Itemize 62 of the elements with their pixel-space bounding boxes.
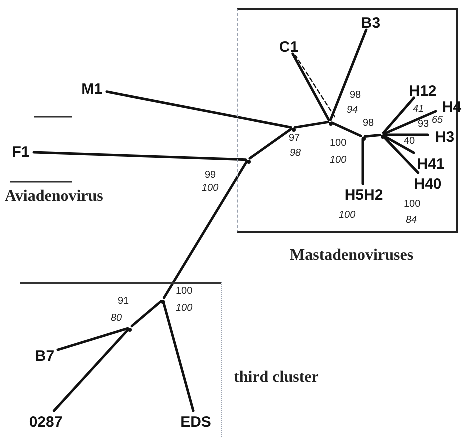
taxon-label: H40 [408,175,448,193]
taxon-label: 0287 [22,413,70,431]
taxon-label: B3 [357,14,385,32]
tree-branch [56,327,130,352]
taxon-label: H5H2 [339,186,389,204]
tree-branch [130,300,162,328]
branch-point [247,160,251,164]
taxon-label: EDS [177,413,215,431]
bootstrap-value: 100 [404,200,421,210]
bootstrap-value: 97 [289,134,300,144]
bootstrap-value: 98 [363,119,374,129]
tree-branch [382,110,438,136]
taxon-label: H12 [403,82,443,100]
tree-branch [292,52,330,122]
taxon-label: M1 [77,80,107,98]
bootstrap-value: 100 [176,304,193,314]
bootstrap-value: 98 [350,91,362,101]
bootstrap-value: 93 [418,120,430,130]
bootstrap-value: 100 [339,211,356,221]
tree-branch [106,90,292,129]
tree-branch [382,134,430,136]
taxon-label: F1 [8,143,34,161]
bootstrap-value: 99 [205,171,216,181]
taxon-label: C1 [275,38,303,56]
tree-branch [162,300,195,412]
tree-branch [382,134,416,154]
taxon-label: B7 [32,347,58,365]
tree-branch [52,328,130,412]
branch-point [128,328,132,332]
tree-branch [248,128,292,160]
branch-point [329,122,333,126]
tree-branch [330,28,368,122]
taxon-label: H3 [429,128,461,146]
tree-branch [162,160,248,300]
bootstrap-value: 100 [330,156,347,166]
branch-point [362,137,366,141]
branch-point [292,128,296,132]
cluster-heading: Mastadenoviruses [290,246,414,266]
group-name: Aviadenovirus [5,187,104,207]
bootstrap-value: 41 [413,105,424,115]
bootstrap-value: 98 [290,149,302,159]
tree-branch [364,134,382,138]
tree-branch [382,96,416,134]
tree-branch [295,55,336,118]
bootstrap-value: 80 [111,314,122,324]
bootstrap-value: 100 [202,184,219,194]
tree-branch [362,138,364,186]
bootstrap-value: 94 [347,106,358,116]
bootstrap-value: 84 [406,216,418,226]
cluster-heading: third cluster [234,368,319,388]
branch-point [161,300,165,304]
bootstrap-value: 65 [432,116,444,126]
bootstrap-value: 100 [330,139,347,149]
tree-branch [330,122,362,138]
tree-branch [382,136,420,174]
taxon-label: H41 [412,155,450,173]
tree-branch [32,151,248,162]
bootstrap-value: 100 [176,287,193,297]
tree-branch [294,121,330,129]
bootstrap-value: 91 [118,297,130,307]
branch-point [381,135,385,139]
bootstrap-value: 40 [404,137,416,147]
